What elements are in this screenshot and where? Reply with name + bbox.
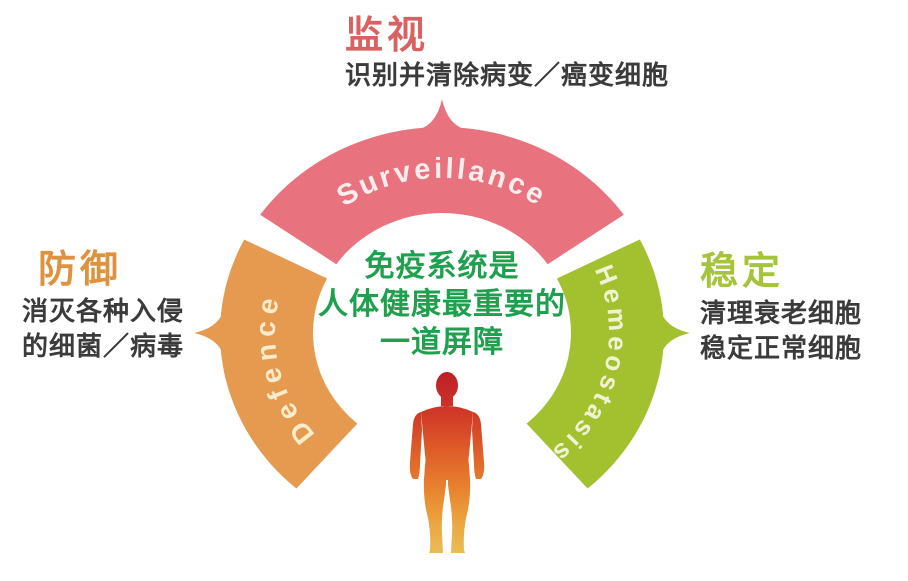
homeostasis-arc — [526, 239, 664, 489]
surveillance-arc — [260, 127, 624, 265]
surveillance-description: 识别并清除病变／癌变细胞 — [345, 60, 670, 90]
homeostasis-description-line1: 清理衰老细胞 — [700, 298, 863, 328]
surveillance-title: 监视 — [345, 15, 430, 57]
center-message-line2: 人体健康最重要的 — [318, 288, 566, 321]
center-message-line1: 免疫系统是 — [364, 250, 520, 283]
homeostasis-description-line2: 稳定正常细胞 — [700, 333, 863, 363]
homeostasis-description: 清理衰老细胞 稳定正常细胞 — [700, 296, 862, 366]
defence-arrow-icon — [194, 293, 229, 373]
center-message: 免疫系统是 人体健康最重要的 一道屏障 — [292, 248, 592, 362]
defence-arc — [220, 239, 358, 489]
center-message-line3: 一道屏障 — [380, 326, 504, 359]
surveillance-arrow-icon — [399, 99, 485, 135]
defence-title: 防御 — [38, 249, 123, 291]
defence-description-line2: 的细菌／病毒 — [22, 331, 185, 361]
defence-description: 消灭各种入侵 的细菌／病毒 — [22, 294, 184, 364]
defence-description-line1: 消灭各种入侵 — [22, 296, 185, 326]
human-figure — [409, 372, 485, 553]
homeostasis-arrow-icon — [655, 293, 690, 373]
homeostasis-title: 稳定 — [700, 251, 785, 293]
